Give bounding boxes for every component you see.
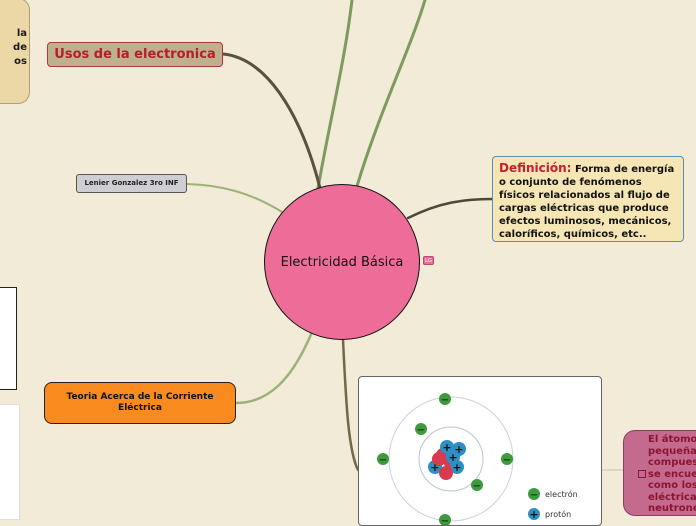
legend-proton-label: protón <box>545 509 571 519</box>
svg-text:−: − <box>379 455 387 466</box>
link-up-2 <box>355 0 427 188</box>
central-label: Electricidad Básica <box>280 254 404 270</box>
atomo-line-5: como los <box>648 480 696 491</box>
svg-text:−: − <box>473 481 481 492</box>
atomo-line-3: compues <box>648 457 696 468</box>
collapse-toggle-icon[interactable] <box>638 470 646 478</box>
svg-text:−: − <box>441 516 449 526</box>
link-teoria <box>234 330 314 405</box>
atom-orbit-inner <box>418 426 484 492</box>
svg-text:+: + <box>452 461 461 474</box>
svg-text:+: + <box>448 451 457 464</box>
central-topic[interactable]: Electricidad Básica <box>264 184 420 340</box>
atomo-line-4: se encue <box>648 468 696 480</box>
atom-nucleus: + + + + + <box>428 440 466 480</box>
tan-node[interactable]: la de os <box>0 0 30 104</box>
link-lenier <box>186 183 283 213</box>
atomo-line-1: El átomo <box>648 434 696 445</box>
atomo-line-2: pequeña <box>648 445 696 457</box>
tan-node-line-2: de <box>13 42 27 53</box>
lg-badge[interactable]: LG <box>423 256 434 265</box>
teoria-label: Teoria Acerca de la Corriente Eléctrica <box>66 392 214 413</box>
usos-node[interactable]: Usos de la electronica <box>47 42 223 67</box>
atomo-line-7: neutrone <box>648 503 696 514</box>
usos-label: Usos de la electronica <box>54 47 216 62</box>
teoria-node[interactable]: Teoria Acerca de la Corriente Eléctrica <box>44 382 236 424</box>
svg-text:+: + <box>529 508 538 521</box>
tan-node-line-3: os <box>14 56 27 67</box>
svg-text:−: − <box>503 455 511 466</box>
atom-diagram: + + + + + − − − − − − − electrón + protó… <box>377 393 578 526</box>
atom-electrons: − − − − − − <box>377 393 513 526</box>
atom-legend-electron: − electrón <box>528 488 578 501</box>
link-usos <box>221 52 322 190</box>
atomo-node[interactable]: El átomo pequeña compues se encue como l… <box>623 430 696 516</box>
atom-image-node[interactable]: + + + + + − − − − − − − electrón + protó… <box>358 376 602 526</box>
tan-node-line-1: la <box>16 28 27 39</box>
svg-text:+: + <box>442 441 451 454</box>
definicion-title: Definición: <box>499 161 572 175</box>
svg-text:−: − <box>417 425 425 436</box>
svg-text:+: + <box>454 443 463 456</box>
author-label: Lenier Gonzalez 3ro INF <box>84 179 179 187</box>
atom-legend-proton: + protón <box>528 508 571 521</box>
legend-electron-label: electrón <box>545 489 578 499</box>
left-image-node-2[interactable] <box>0 404 20 520</box>
link-up-1 <box>316 0 354 190</box>
link-definicion <box>406 197 494 220</box>
left-image-node[interactable] <box>0 287 17 390</box>
definicion-text: Forma de energía o conjunto de fenómenos… <box>499 164 675 240</box>
author-node[interactable]: Lenier Gonzalez 3ro INF <box>76 174 187 193</box>
svg-text:−: − <box>530 490 538 501</box>
definicion-node[interactable]: Definición: Forma de energía o conjunto … <box>492 156 684 242</box>
svg-text:+: + <box>430 461 439 474</box>
svg-text:−: − <box>441 395 449 406</box>
link-atom <box>341 338 360 472</box>
atomo-line-6: eléctrica <box>648 491 696 503</box>
